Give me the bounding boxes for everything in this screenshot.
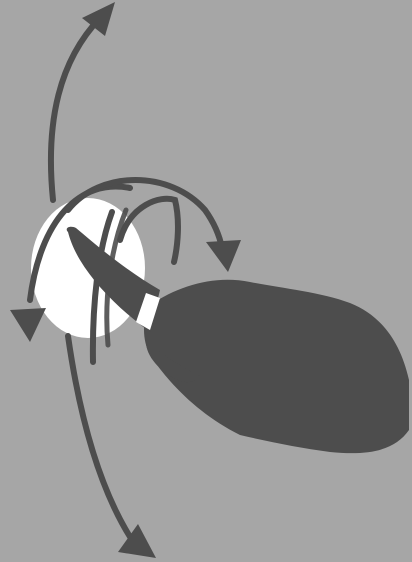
arrow-down-icon bbox=[68, 336, 156, 558]
arrow-up-icon bbox=[51, 2, 115, 200]
